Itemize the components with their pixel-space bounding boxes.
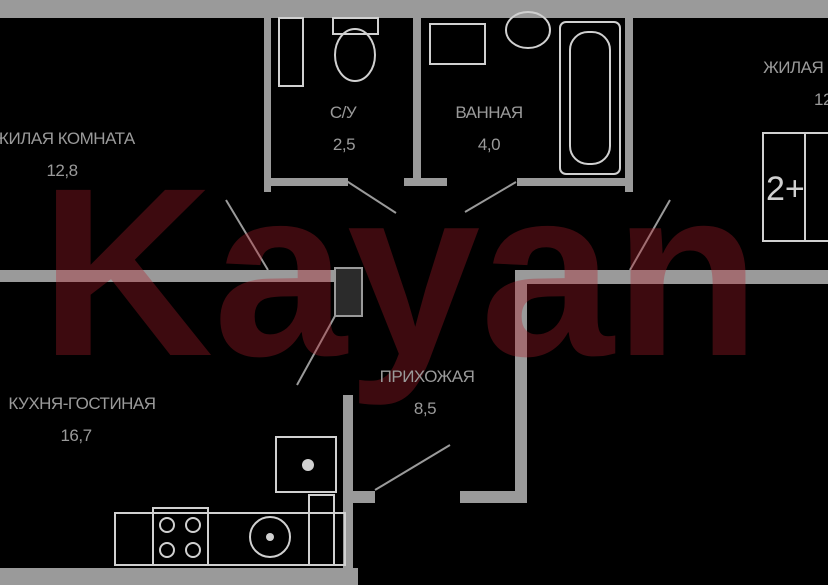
washing-machine bbox=[429, 23, 486, 65]
toilet-bath-bottom-wall bbox=[404, 178, 447, 186]
room-name: КУХНЯ-ГОСТИНАЯ bbox=[8, 394, 155, 413]
bath-bottom-wall bbox=[517, 178, 633, 186]
watermark: Kayan bbox=[40, 138, 760, 406]
toilet-left-wall bbox=[264, 18, 271, 192]
room-area: 2,5 bbox=[333, 135, 355, 154]
room-label-living-right: ЖИЛАЯ К 12 bbox=[763, 58, 828, 109]
toilet-tank bbox=[332, 17, 379, 35]
bath-right-wall bbox=[625, 18, 633, 192]
toilet-bath-partition bbox=[413, 18, 421, 186]
right-room-divider-wall bbox=[515, 270, 828, 284]
room-count-badge: 2+ bbox=[766, 170, 805, 208]
kitchen-partition-wall bbox=[343, 395, 353, 585]
room-area: 12 bbox=[814, 90, 828, 109]
toilet-bowl bbox=[334, 28, 376, 82]
room-name: ЖИЛАЯ К bbox=[763, 58, 828, 77]
stove-burner-3 bbox=[159, 542, 175, 558]
toilet-bottom-wall-left bbox=[264, 178, 348, 186]
living-right-door bbox=[629, 199, 671, 271]
kitchen-counter bbox=[114, 512, 346, 566]
stove-burner-1 bbox=[159, 517, 175, 533]
toilet-cabinet bbox=[278, 17, 304, 87]
stove-burner-2 bbox=[185, 517, 201, 533]
bathtub bbox=[559, 21, 621, 175]
stove bbox=[152, 507, 209, 566]
room-area: 12,8 bbox=[46, 161, 77, 180]
fridge-dot bbox=[302, 459, 314, 471]
toilet-door bbox=[344, 179, 397, 214]
room-name: ВАННАЯ bbox=[455, 103, 522, 122]
bathtub-inner bbox=[569, 31, 611, 165]
room-name: ЖИЛАЯ КОМНАТА bbox=[0, 129, 136, 148]
left-room-divider-wall bbox=[0, 270, 335, 282]
room-label-living-left: ЖИЛАЯ КОМНАТА 12,8 bbox=[0, 129, 136, 180]
entrance-door bbox=[374, 444, 451, 491]
kitchen-sink-drain bbox=[266, 533, 274, 541]
washbasin bbox=[505, 11, 551, 49]
room-label-bathroom: ВАННАЯ 4,0 bbox=[455, 103, 523, 154]
badge-frame bbox=[762, 132, 828, 242]
hallway-right-wall bbox=[515, 270, 527, 503]
structural-column bbox=[334, 267, 363, 317]
fridge bbox=[275, 436, 337, 493]
kitchen-cabinet bbox=[308, 494, 335, 566]
room-area: 4,0 bbox=[478, 135, 500, 154]
room-label-toilet: С/У 2,5 bbox=[330, 103, 358, 154]
room-label-hallway: ПРИХОЖАЯ 8,5 bbox=[380, 367, 475, 418]
room-name: ПРИХОЖАЯ bbox=[380, 367, 475, 386]
bottom-exterior-wall bbox=[0, 568, 358, 585]
stove-burner-4 bbox=[185, 542, 201, 558]
room-label-kitchen: КУХНЯ-ГОСТИНАЯ 16,7 bbox=[8, 394, 156, 445]
bath-door bbox=[464, 181, 517, 213]
hallway-bottom-wall bbox=[460, 491, 527, 503]
top-exterior-wall bbox=[0, 0, 828, 18]
room-name: С/У bbox=[330, 103, 357, 122]
room-area: 16,7 bbox=[60, 426, 91, 445]
living-left-door bbox=[225, 199, 269, 271]
kitchen-sink bbox=[249, 516, 291, 558]
kitchen-door bbox=[296, 315, 336, 386]
room-area: 8,5 bbox=[414, 399, 436, 418]
